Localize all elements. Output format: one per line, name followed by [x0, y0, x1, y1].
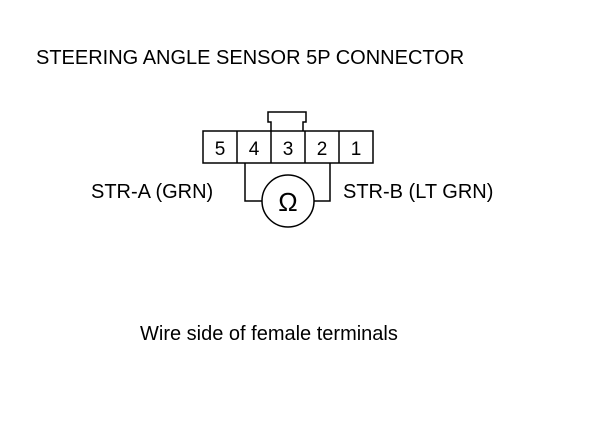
str-a-label: STR-A (GRN)	[91, 181, 213, 203]
pin-2-label: 2	[317, 139, 328, 160]
str-b-label: STR-B (LT GRN)	[343, 181, 493, 203]
connector-body	[202, 130, 374, 164]
ohmmeter-icon	[261, 174, 315, 228]
pin-5-label: 5	[215, 139, 226, 160]
ohm-symbol: Ω	[278, 187, 297, 217]
diagram-caption: Wire side of female terminals	[140, 323, 398, 345]
pin-4-label: 4	[249, 139, 260, 160]
pin-1-label: 1	[351, 139, 362, 160]
lead-str-b	[314, 163, 331, 202]
lead-str-a	[244, 163, 262, 202]
connector-latch	[267, 111, 307, 131]
diagram-title: STEERING ANGLE SENSOR 5P CONNECTOR	[36, 47, 464, 69]
pin-3-label: 3	[283, 139, 294, 160]
